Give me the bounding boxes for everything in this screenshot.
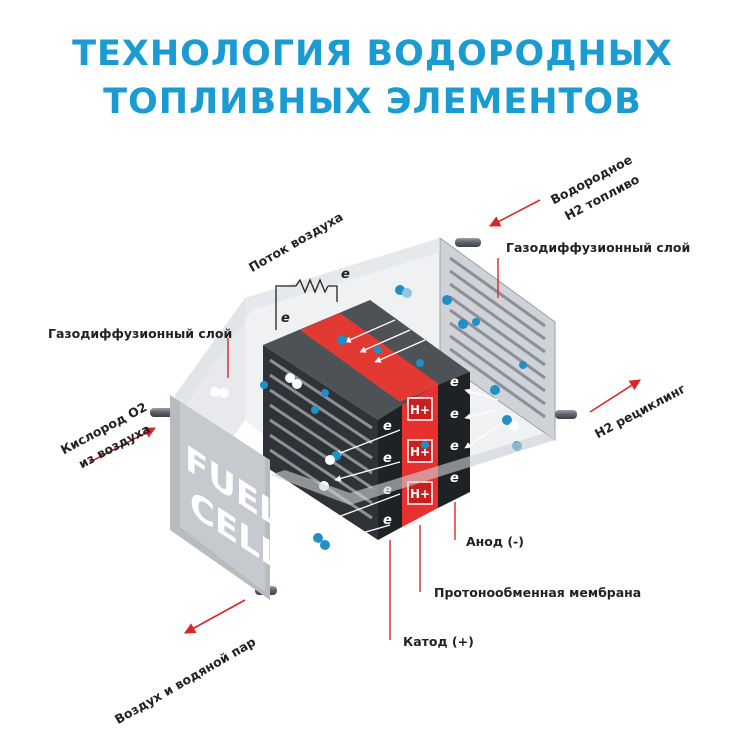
gdl-left-label: Газодиффузионный слой [48, 326, 233, 341]
gdl-right-label: Газодиффузионный слой [506, 240, 691, 255]
membrane-label: Протонообменная мембрана [434, 585, 642, 600]
cathode-label: Катод (+) [403, 634, 474, 649]
housing-front [175, 238, 555, 505]
electron-5: e [383, 419, 392, 434]
oxygen-inlet-arrow [89, 427, 156, 463]
circuit-electron-2: e [341, 267, 350, 282]
hydrogen-inlet-arrow [489, 199, 541, 227]
circuit-electron-1: e [281, 311, 290, 326]
page-title-line-1: ТЕХНОЛОГИЯ ВОДОРОДНЫХ [72, 34, 673, 74]
proton-label-1: H+ [410, 403, 430, 417]
electron-4: e [450, 471, 459, 486]
proton-label-3: H+ [410, 487, 430, 501]
electron-2: e [450, 407, 459, 422]
anode-label: Анод (-) [466, 534, 524, 549]
page-title-line-2: ТОПЛИВНЫХ ЭЛЕМЕНТОВ [103, 82, 642, 122]
ion-flow-arrows [319, 319, 501, 547]
flow-arrows [89, 199, 641, 634]
leader-lines [227, 258, 499, 640]
electron-6: e [383, 451, 392, 466]
protons: H+ H+ H+ [407, 397, 433, 505]
external-circuit [275, 278, 338, 330]
h2-recycling-arrow [589, 379, 641, 413]
exhaust-arrow [184, 599, 246, 634]
electron-1: e [450, 375, 459, 390]
circuit-electrons: e e [281, 267, 350, 326]
electron-8: e [383, 513, 392, 528]
fuel-cell-end-plate: FUEL CELL [170, 395, 282, 600]
electron-3: e [450, 439, 459, 454]
